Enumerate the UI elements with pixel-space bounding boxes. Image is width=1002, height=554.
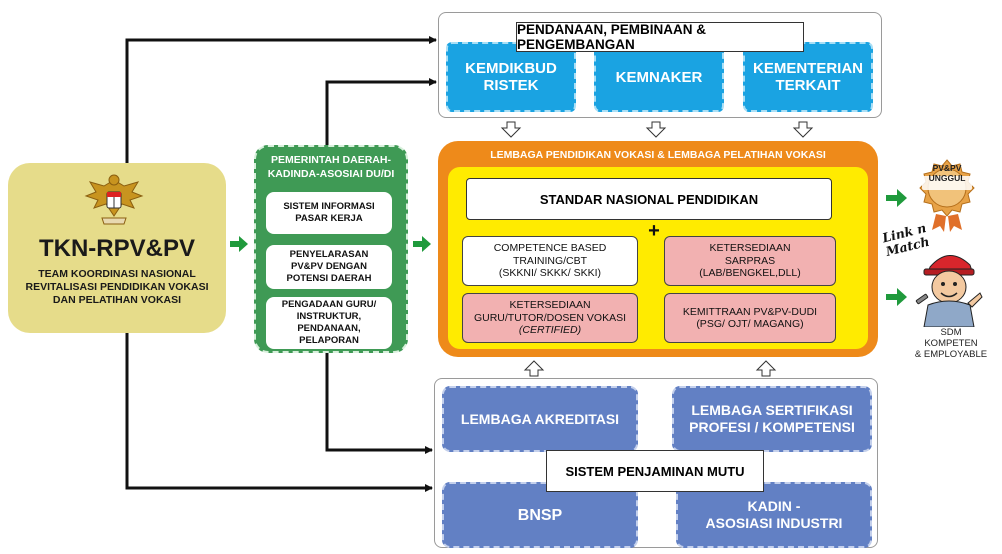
box-kementerian-terkait: KEMENTERIAN TERKAIT bbox=[743, 42, 873, 112]
lembaga-akreditasi-box: LEMBAGA AKREDITASI bbox=[442, 386, 638, 452]
pemda-item-penyelarasan: PENYELARASAN PV&PV DENGAN POTENSI DAERAH bbox=[266, 245, 392, 289]
green-arrow-to-sdm bbox=[886, 288, 907, 306]
hollow-arrow-down-2 bbox=[645, 121, 667, 138]
guru-box: KETERSEDIAAN GURU/TUTOR/DOSEN VOKASI (CE… bbox=[462, 293, 638, 343]
bnsp-box: BNSP bbox=[442, 482, 638, 548]
worker-mascot-icon bbox=[914, 243, 984, 328]
sdm-kompeten-label: SDM KOMPETEN & EMPLOYABLE bbox=[914, 327, 988, 360]
arrow-tkn-to-quality bbox=[125, 333, 433, 492]
standar-nasional-box: STANDAR NASIONAL PENDIDIKAN bbox=[466, 178, 832, 220]
lembaga-sertifikasi-box: LEMBAGA SERTIFIKASI PROFESI / KOMPETENSI bbox=[672, 386, 872, 452]
pemda-title: PEMERINTAH DAERAH- KADINDA-ASOSIAI DU/DI bbox=[267, 154, 395, 180]
tkn-subtitle: TEAM KOORDINASI NASIONAL REVITALISASI PE… bbox=[25, 268, 209, 306]
cbt-box: COMPETENCE BASED TRAINING/CBT (SKKNI/ SK… bbox=[462, 236, 638, 286]
kemitraan-box: KEMITTRAAN PV&PV-DUDI (PSG/ OJT/ MAGANG) bbox=[664, 293, 836, 343]
guru-certified-note: (CERTIFIED) bbox=[518, 324, 582, 337]
award-badge-icon bbox=[914, 158, 980, 232]
badge-label: PV&PV UNGGUL bbox=[928, 163, 966, 183]
box-kemdikbud: KEMDIKBUD RISTEK bbox=[446, 42, 576, 112]
kadin-box: KADIN - ASOSIASI INDUSTRI bbox=[676, 482, 872, 548]
arrow-tkn-to-funding bbox=[125, 36, 437, 165]
hollow-arrow-up-2 bbox=[755, 360, 777, 377]
tkn-title: TKN-RPV&PV bbox=[38, 235, 195, 262]
arrow-pemda-to-quality bbox=[325, 353, 433, 454]
pemda-item-pengadaan: PENGADAAN GURU/ INSTRUKTUR, PENDANAAN, P… bbox=[266, 297, 392, 349]
arrow-pemda-to-funding bbox=[325, 78, 437, 147]
guru-label: KETERSEDIAAN GURU/TUTOR/DOSEN VOKASI bbox=[473, 299, 627, 324]
funding-title: PENDANAAN, PEMBINAAN & PENGEMBANGAN bbox=[516, 22, 804, 52]
garuda-emblem-icon bbox=[84, 172, 144, 230]
sistem-penjaminan-mutu-box: SISTEM PENJAMINAN MUTU bbox=[546, 450, 764, 492]
hollow-arrow-up-1 bbox=[523, 360, 545, 377]
sarpras-box: KETERSEDIAAN SARPRAS (LAB/BENGKEL,DLL) bbox=[664, 236, 836, 286]
plus-sign: + bbox=[648, 220, 660, 242]
green-arrow-tkn-to-pemda bbox=[230, 236, 248, 252]
hollow-arrow-down-3 bbox=[792, 121, 814, 138]
green-arrow-to-badge bbox=[886, 189, 907, 207]
hollow-arrow-down-1 bbox=[500, 121, 522, 138]
box-kemnaker: KEMNAKER bbox=[594, 42, 724, 112]
lembaga-title: LEMBAGA PENDIDIKAN VOKASI & LEMBAGA PELA… bbox=[490, 149, 826, 161]
green-arrow-pemda-to-lembaga bbox=[413, 236, 431, 252]
pemda-item-sistem-informasi: SISTEM INFORMASI PASAR KERJA bbox=[266, 192, 392, 234]
